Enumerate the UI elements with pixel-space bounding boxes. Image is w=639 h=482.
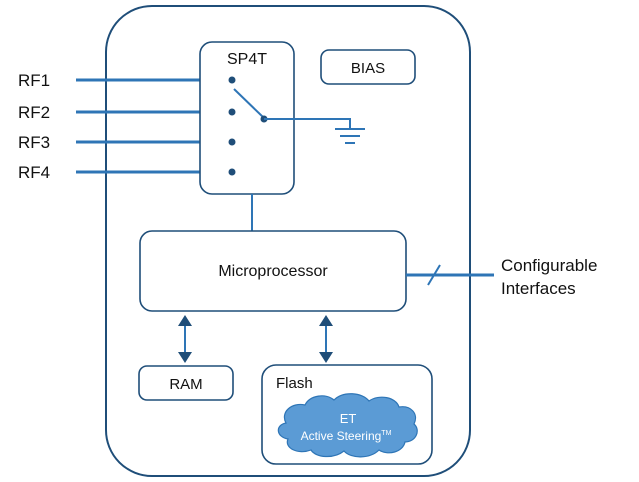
ram-arrow-down-head	[178, 352, 192, 363]
flash-label: Flash	[276, 375, 313, 392]
cloud-line-2-text: Active Steering	[301, 429, 382, 443]
cloud-line-2: Active SteeringTM	[301, 429, 392, 443]
rf4-label: RF4	[18, 163, 50, 182]
throw-4-terminal	[228, 168, 236, 176]
ram-label: RAM	[169, 376, 202, 393]
switch-blade	[233, 88, 265, 119]
microprocessor-label: Microprocessor	[218, 263, 328, 280]
microprocessor-box	[139, 230, 407, 312]
interfaces-label-line-1: Configurable	[501, 256, 597, 275]
sp4t-label: SP4T	[227, 51, 267, 68]
throw-1-terminal	[228, 76, 236, 84]
bias-label: BIAS	[351, 60, 385, 77]
ram-box	[138, 365, 234, 401]
ground-line	[264, 118, 351, 129]
interfaces-label-line-2: Interfaces	[501, 279, 576, 298]
bus-slash-mark	[427, 264, 441, 286]
et-active-steering-cloud	[277, 393, 418, 458]
trademark-mark: TM	[381, 430, 391, 437]
bias-box	[320, 49, 416, 85]
throw-3-terminal	[228, 138, 236, 146]
throw-2-terminal	[228, 108, 236, 116]
ram-arrow-up-head	[178, 315, 192, 326]
rf1-label: RF1	[18, 71, 50, 90]
cloud-line-1: ET	[340, 411, 357, 426]
flash-arrow-down-head	[319, 352, 333, 363]
flash-arrow-up-head	[319, 315, 333, 326]
rf2-label: RF2	[18, 103, 50, 122]
rf3-label: RF3	[18, 133, 50, 152]
